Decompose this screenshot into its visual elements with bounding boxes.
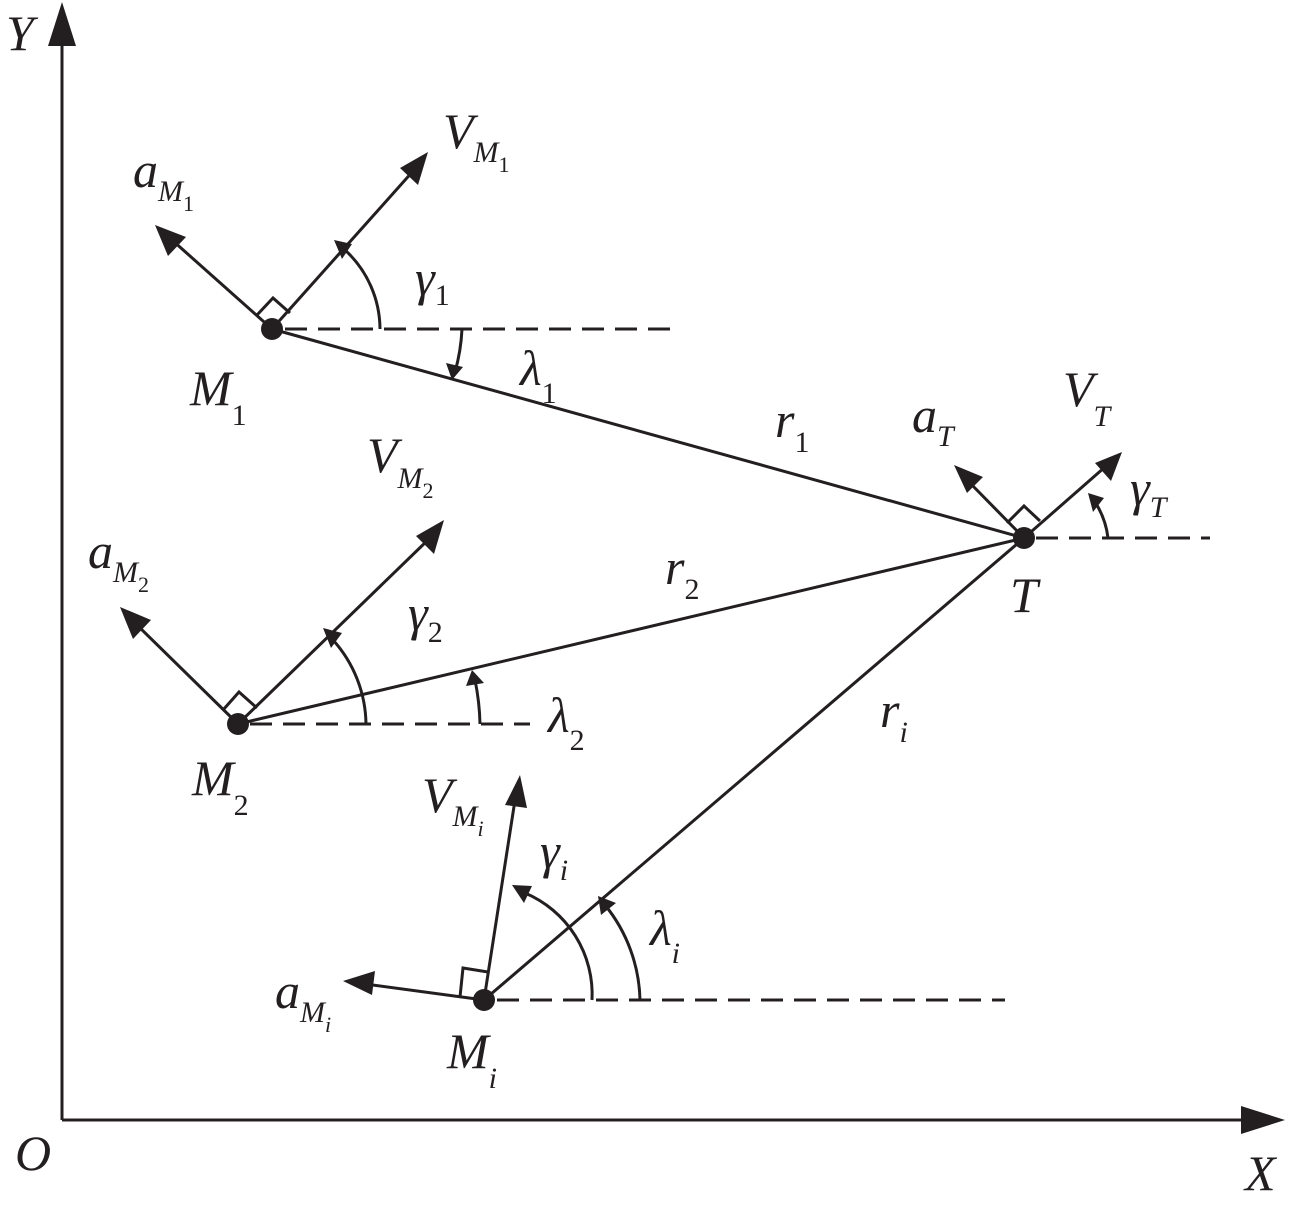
velocity-arrowhead-m1 <box>400 152 428 185</box>
los-line-1 <box>271 327 1025 540</box>
flight-angle-arc-m1 <box>343 248 382 330</box>
velocity-label-m2: VM2 <box>367 427 434 503</box>
missile-1-group: M1 VM1 aM1 γ1 λ1 r1 <box>133 103 809 459</box>
velocity-label-mi: VMi <box>422 767 484 841</box>
los-angle-arc-arrow-m2 <box>466 670 484 686</box>
los-angle-arc-mi <box>603 904 642 1001</box>
missile-2-point <box>227 713 249 735</box>
velocity-arrowhead-mi <box>505 775 527 808</box>
accel-label-m1: aM1 <box>133 142 194 216</box>
y-axis-arrowhead <box>48 2 76 46</box>
missile-1-point <box>261 318 283 340</box>
accel-vector-t <box>968 481 1026 540</box>
reference-lines <box>250 327 1210 1002</box>
los-angle-arc-arrow-mi <box>598 896 616 915</box>
right-angle-mark-m1 <box>255 295 291 317</box>
los-angle-arc-arrow-m1 <box>446 363 463 380</box>
los-line-2 <box>237 536 1025 726</box>
flight-angle-arc-arrow-m1 <box>334 240 352 259</box>
flight-angle-arc-t <box>1093 501 1110 539</box>
velocity-vector-t <box>1023 465 1106 540</box>
target-group: T VT aT γT <box>912 361 1169 623</box>
accel-label-m2: aM2 <box>88 523 149 597</box>
accel-arrowhead-mi <box>343 971 375 995</box>
accel-label-t: aT <box>912 387 956 453</box>
x-axis-label: X <box>1243 1145 1278 1201</box>
flight-angle-arc-arrow-mi <box>512 885 532 903</box>
missile-i-label: Mi <box>446 1023 497 1095</box>
velocity-vector-mi <box>482 799 517 1001</box>
flight-angle-arc-m2 <box>331 638 368 725</box>
flight-angle-arc-arrow-t <box>1088 493 1104 512</box>
flight-angle-arc-mi <box>524 891 594 1001</box>
missile-i-group: Mi VMi aMi γi λi ri <box>275 682 908 1095</box>
missile-1-label: M1 <box>189 360 247 432</box>
y-axis-label: Y <box>6 5 39 61</box>
line-of-sight-lines <box>237 327 1025 1002</box>
accel-arrowhead-m2 <box>120 607 151 639</box>
right-angle-mark-m2 <box>221 689 258 711</box>
accel-label-mi: aMi <box>275 963 331 1037</box>
target-point <box>1013 527 1035 549</box>
velocity-arrowhead-m2 <box>416 520 444 554</box>
accel-arrowhead-t <box>954 465 983 493</box>
origin-label: O <box>15 1125 51 1181</box>
flight-angle-arc-arrow-m2 <box>323 628 342 648</box>
velocity-label-t: VT <box>1063 361 1113 433</box>
flight-angle-label-mi: γi <box>540 823 568 887</box>
right-angle-mark-mi <box>458 966 489 998</box>
missile-i-point <box>473 989 495 1011</box>
accel-vector-m2 <box>134 622 240 726</box>
los-line-i <box>483 536 1025 1002</box>
flight-angle-label-m1: γ1 <box>415 250 450 312</box>
x-axis-arrowhead <box>1241 1106 1285 1134</box>
flight-angle-label-t: γT <box>1130 460 1169 524</box>
range-label-r2: r2 <box>665 539 699 606</box>
range-label-r1: r1 <box>775 392 809 459</box>
los-angle-label-m2: λ2 <box>546 687 585 757</box>
accel-vector-mi <box>364 982 485 1002</box>
los-angle-arc-m2 <box>473 679 482 725</box>
accel-vector-m1 <box>171 238 273 331</box>
los-angle-label-mi: λi <box>648 900 680 970</box>
right-angle-mark-t <box>1005 503 1042 525</box>
accel-arrowhead-m1 <box>155 225 186 256</box>
velocity-label-m1: VM1 <box>443 103 510 177</box>
missile-2-group: M2 VM2 aM2 γ2 λ2 r2 <box>88 427 699 822</box>
velocity-arrowhead-t <box>1095 452 1122 481</box>
flight-angle-label-m2: γ2 <box>408 585 443 649</box>
target-label: T <box>1010 567 1041 623</box>
los-angle-label-m1: λ1 <box>518 340 557 410</box>
range-label-ri: ri <box>880 682 908 749</box>
coordinate-axes: Y X O <box>6 2 1285 1201</box>
missile-2-label: M2 <box>191 750 249 822</box>
